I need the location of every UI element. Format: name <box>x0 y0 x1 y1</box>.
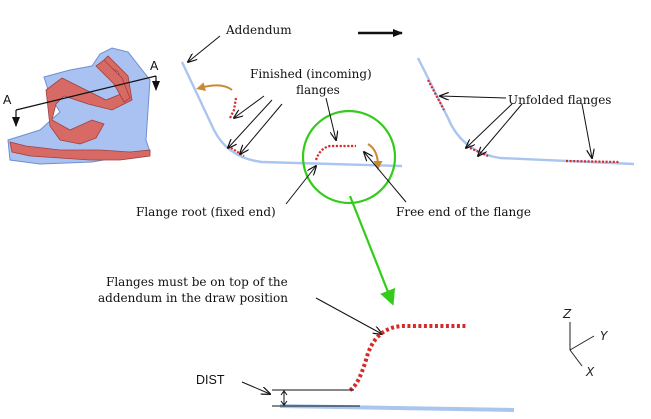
unfolded-state-view <box>416 57 635 166</box>
flange-segment-upper <box>229 97 238 119</box>
axis-z-label: Z <box>562 307 572 321</box>
axis-x-label: X <box>585 365 595 379</box>
free-end-label: Free end of the flange <box>396 205 531 219</box>
part-sketch: A A <box>3 47 160 165</box>
detail-highlight-circle <box>301 109 397 205</box>
flange-segment-free <box>314 144 356 161</box>
rotate-arrow-free <box>367 143 383 170</box>
flange-root-label: Flange root (fixed end) <box>136 205 276 219</box>
dist-label: DIST <box>196 373 225 387</box>
rotate-arrow-upper <box>196 82 233 92</box>
detail-zoom-arrow <box>348 195 396 306</box>
addendum-profile-right <box>416 57 635 166</box>
flange-detail <box>348 324 466 392</box>
addendum-line-detail <box>279 404 515 412</box>
detail-view: DIST <box>196 324 515 412</box>
flange-region-inner <box>95 59 131 103</box>
axis-y-label: Y <box>600 329 609 343</box>
section-label-a-right: A <box>150 59 159 73</box>
draw-position-note-line2: addendum in the draw position <box>98 291 288 305</box>
flange-region-main <box>45 55 133 145</box>
section-label-a-left: A <box>3 93 12 107</box>
unfolded-flanges-label: Unfolded flanges <box>508 93 611 107</box>
unfolded-flange-flat <box>565 159 621 164</box>
draw-position-note-line1: Flanges must be on top of the <box>106 275 288 289</box>
finished-flanges-label-line1: Finished (incoming) <box>250 67 372 81</box>
addendum-label: Addendum <box>225 23 292 37</box>
flange-region-lower <box>9 141 151 161</box>
callout-leaders <box>188 35 592 334</box>
finished-state-view <box>180 61 403 306</box>
finished-flanges-label-line2: flanges <box>296 83 340 97</box>
addendum-profile-left <box>180 61 403 168</box>
axis-triad: Z Y X <box>562 307 609 379</box>
